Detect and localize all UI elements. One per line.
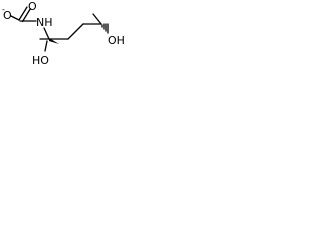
carboxylate-oxygen-label: O: [3, 9, 12, 22]
chain-bond-2: [67, 23, 84, 40]
c-to-hydroxyl-left-bond: [44, 40, 48, 52]
hydroxyl-right-label: OH: [108, 34, 125, 47]
amine-label: NH: [36, 16, 53, 29]
carbonyl-oxygen-label: O: [28, 0, 37, 13]
carboxylate-bond: [10, 15, 20, 21]
carboxylate-charge-label: -: [2, 5, 5, 14]
n-to-quaternary-carbon-bond: [43, 27, 50, 40]
molecule-structure-diagram: O - O NH HO OH: [2, 0, 125, 67]
terminal-methyl-bond: [92, 13, 102, 25]
carbonyl-double-bond-2: [21, 7, 32, 23]
stereo-hash-bond: [101, 23, 109, 34]
hydroxyl-left-label: HO: [32, 54, 49, 67]
carbonyl-double-bond-1: [18, 6, 28, 21]
